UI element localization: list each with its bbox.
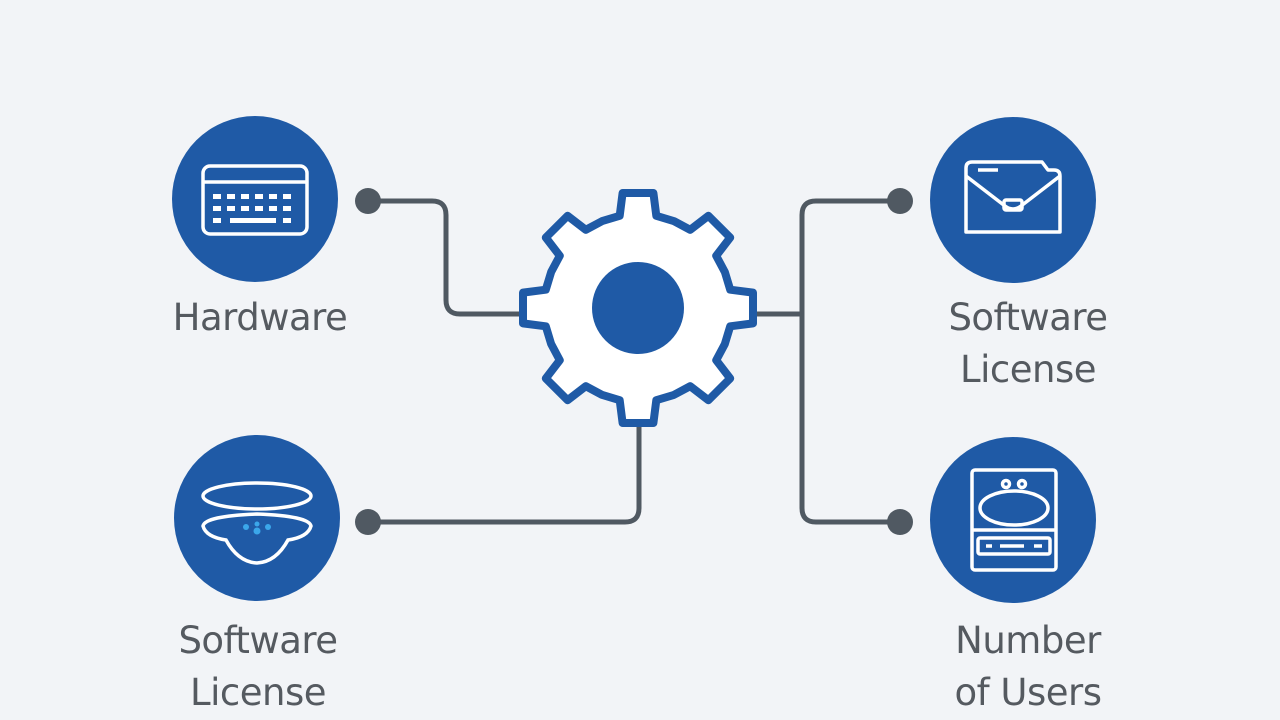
folder-icon xyxy=(964,160,1062,234)
connector-hardware xyxy=(365,198,528,317)
connectors xyxy=(365,198,903,525)
keyboard-icon xyxy=(201,164,309,236)
label-number-of-users-line-1: Number xyxy=(955,619,1101,662)
connector-software-license-bottom xyxy=(365,415,642,525)
connector-software-license-top xyxy=(799,198,903,525)
label-software-license-top: Software License xyxy=(908,292,1148,396)
node-software-license-top xyxy=(930,117,1096,283)
label-hardware-line-1: Hardware xyxy=(172,296,348,339)
label-number-of-users: Number of Users xyxy=(908,615,1148,719)
node-software-license-bottom xyxy=(174,435,340,601)
node-software-license-bottom-circle xyxy=(174,435,340,601)
label-number-of-users-line-2: of Users xyxy=(954,671,1102,714)
endpoint-number-of-users xyxy=(887,509,913,535)
connector-endpoints xyxy=(355,188,913,535)
server-icon xyxy=(970,468,1058,572)
node-number-of-users-circle xyxy=(930,437,1096,603)
node-number-of-users xyxy=(930,437,1096,603)
node-hardware xyxy=(172,116,338,282)
gear-icon xyxy=(519,189,757,427)
label-software-license-top-line-1: Software xyxy=(948,296,1108,339)
label-software-license-bottom-line-2: License xyxy=(190,671,327,714)
label-software-license-bottom: Software License xyxy=(138,615,378,719)
gear-hub xyxy=(592,262,684,354)
endpoint-hardware xyxy=(355,188,381,214)
label-hardware: Hardware xyxy=(140,292,380,344)
label-software-license-top-line-2: License xyxy=(960,348,1097,391)
label-software-license-bottom-line-1: Software xyxy=(178,619,338,662)
disc-stack-icon xyxy=(201,481,313,565)
endpoint-software-license-bottom xyxy=(355,509,381,535)
endpoint-software-license-top xyxy=(887,188,913,214)
